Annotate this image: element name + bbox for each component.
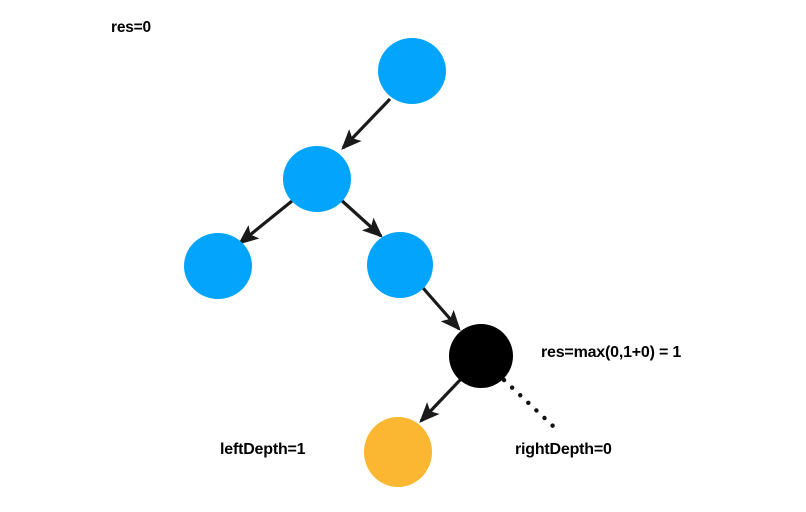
node-right-child[interactable] bbox=[367, 232, 433, 298]
node-left-child-orange[interactable] bbox=[364, 417, 432, 487]
edge-level2-to-right-child bbox=[338, 197, 383, 238]
edges-group bbox=[238, 97, 556, 429]
label-res-max-expression: res=max(0,1+0) = 1 bbox=[541, 344, 682, 361]
node-current-black[interactable] bbox=[449, 324, 513, 388]
edge-current-to-left-child bbox=[419, 377, 463, 423]
edge-right-child-to-current bbox=[421, 286, 461, 331]
label-res-root: res=0 bbox=[111, 19, 151, 36]
label-right-depth: rightDepth=0 bbox=[515, 441, 612, 458]
node-level2[interactable] bbox=[283, 146, 351, 212]
edge-root-to-level2 bbox=[341, 97, 392, 150]
label-left-depth: leftDepth=1 bbox=[220, 441, 306, 458]
edge-current-to-right-null-dotted bbox=[501, 377, 556, 429]
node-root[interactable] bbox=[378, 38, 446, 104]
edge-level2-to-left-leaf bbox=[238, 199, 294, 245]
nodes-group bbox=[184, 38, 513, 487]
node-left-leaf[interactable] bbox=[184, 233, 252, 299]
